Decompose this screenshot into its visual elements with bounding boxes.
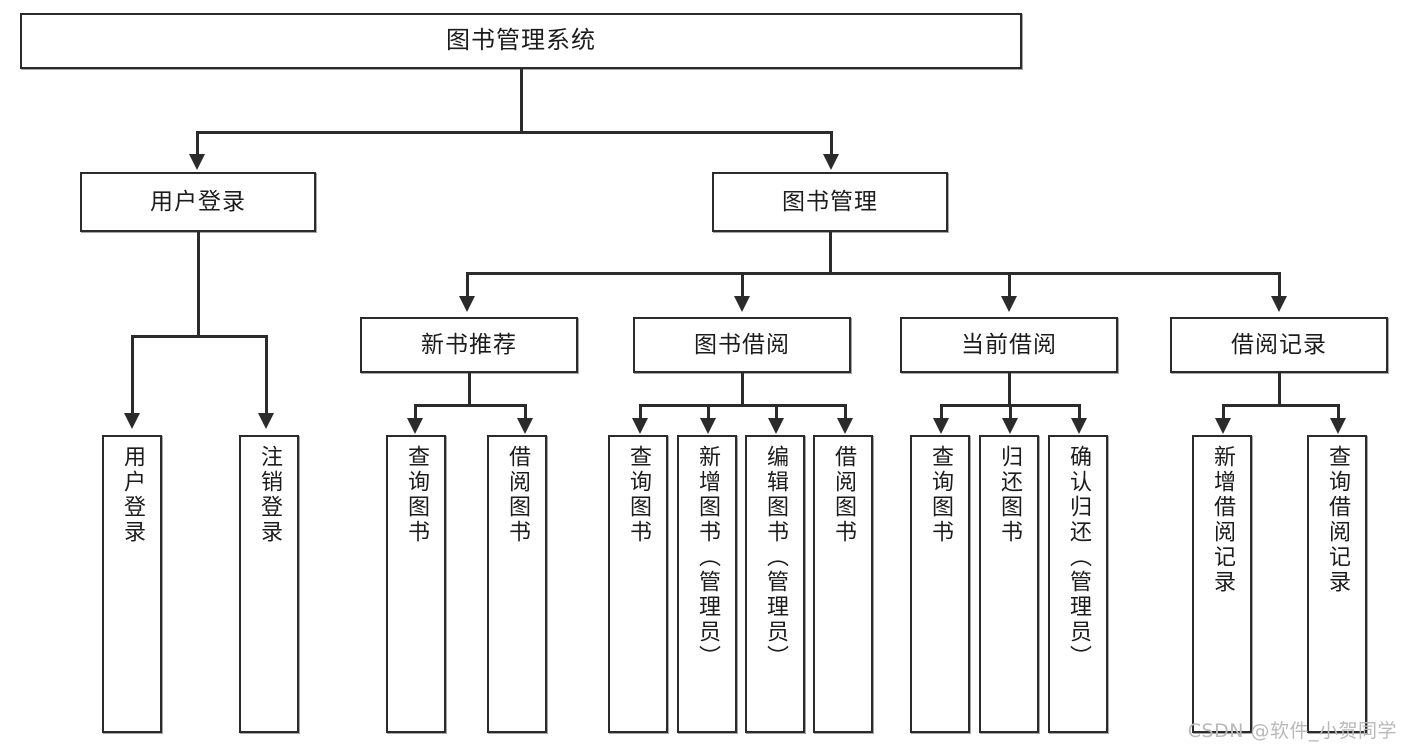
arrowhead-current-borrow-to-leaf-3	[1071, 418, 1087, 434]
leaf-node-label: 编辑图书（管理员）	[763, 445, 788, 670]
node-new-book-recommend[interactable]: 新书推荐	[360, 317, 578, 373]
connector-new-book-to-leaf-1	[414, 404, 417, 420]
connector-book-borrow-stem	[741, 373, 744, 405]
leaf-node-query-book-recommend[interactable]: 查询图书	[386, 435, 446, 733]
leaf-node-label: 确认归还（管理员）	[1066, 445, 1091, 670]
node-label: 图书借阅	[694, 331, 790, 358]
arrowhead-book-borrow-to-leaf-1	[632, 418, 648, 434]
arrowhead-bm-to-borrow-record	[1271, 296, 1287, 312]
node-user-login[interactable]: 用户登录	[80, 172, 316, 232]
node-root-book-management-system[interactable]: 图书管理系统	[20, 13, 1022, 69]
arrowhead-book-borrow-to-leaf-2	[700, 418, 716, 434]
connector-book-borrow-branch-bar	[639, 404, 844, 407]
arrowhead-current-borrow-to-leaf-1	[933, 418, 949, 434]
node-label: 借阅记录	[1231, 331, 1327, 358]
connector-new-book-branch-bar	[414, 404, 524, 407]
leaf-node-label: 归还图书	[997, 445, 1022, 545]
arrowhead-borrow-record-to-leaf-1	[1215, 418, 1231, 434]
connector-bm-to-book-borrow	[741, 272, 744, 298]
arrowhead-new-book-to-leaf-2	[517, 418, 533, 434]
leaf-node-query-book-current[interactable]: 查询图书	[910, 435, 970, 733]
connector-book-borrow-to-leaf-2	[707, 404, 710, 420]
arrowhead-root-to-book-management	[823, 154, 839, 170]
connector-borrow-record-to-leaf-1	[1222, 404, 1225, 420]
leaf-node-label: 查询借阅记录	[1325, 445, 1350, 595]
arrowhead-new-book-to-leaf-1	[407, 418, 423, 434]
connector-bm-to-borrow-record	[1278, 272, 1281, 298]
node-label: 图书管理	[782, 188, 878, 215]
leaf-node-label: 新增图书（管理员）	[695, 445, 720, 670]
arrowhead-current-borrow-to-leaf-2	[1002, 418, 1018, 434]
arrowhead-bm-to-new-book	[459, 296, 475, 312]
leaf-node-label: 新增借阅记录	[1210, 445, 1235, 595]
connector-borrow-record-stem	[1278, 373, 1281, 405]
arrowhead-book-borrow-to-leaf-3	[768, 418, 784, 434]
csdn-watermark: CSDN @软件_小贺同学	[1187, 720, 1397, 742]
node-label: 新书推荐	[421, 331, 517, 358]
leaf-node-label: 借阅图书	[505, 445, 530, 545]
leaf-node-confirm-return-admin[interactable]: 确认归还（管理员）	[1048, 435, 1108, 733]
node-label: 当前借阅	[961, 331, 1057, 358]
connector-book-borrow-to-leaf-3	[775, 404, 778, 420]
node-label: 用户登录	[150, 188, 246, 215]
node-book-borrow[interactable]: 图书借阅	[633, 317, 851, 373]
leaf-node-label: 查询图书	[404, 445, 429, 545]
connector-current-borrow-to-leaf-1	[940, 404, 943, 420]
arrowhead-user-login-to-leaf-2	[258, 413, 274, 429]
connector-user-login-to-leaf-2	[265, 335, 268, 415]
connector-borrow-record-branch-bar	[1222, 404, 1337, 407]
leaf-node-borrow-book[interactable]: 借阅图书	[813, 435, 873, 733]
leaf-node-label: 借阅图书	[831, 445, 856, 545]
arrowhead-bm-to-current-borrow	[1001, 296, 1017, 312]
leaf-node-query-borrow-record[interactable]: 查询借阅记录	[1307, 435, 1367, 733]
leaf-node-edit-book-admin[interactable]: 编辑图书（管理员）	[745, 435, 805, 733]
arrowhead-user-login-to-leaf-1	[124, 413, 140, 429]
leaf-node-label: 用户登录	[120, 445, 145, 545]
connector-root-stem	[520, 69, 523, 132]
connector-root-branch-bar	[196, 131, 832, 134]
connector-bm-to-current-borrow	[1008, 272, 1011, 298]
connector-new-book-stem	[468, 373, 471, 405]
connector-borrow-record-to-leaf-2	[1337, 404, 1340, 420]
connector-current-borrow-to-leaf-2	[1009, 404, 1012, 420]
leaf-node-query-book[interactable]: 查询图书	[608, 435, 668, 733]
connector-root-to-user-login	[196, 131, 199, 156]
connector-book-borrow-to-leaf-4	[844, 404, 847, 420]
leaf-node-add-book-admin[interactable]: 新增图书（管理员）	[677, 435, 737, 733]
connector-current-borrow-stem	[1008, 373, 1011, 405]
connector-root-to-book-management	[830, 131, 833, 156]
node-borrow-record[interactable]: 借阅记录	[1170, 317, 1388, 373]
arrowhead-borrow-record-to-leaf-2	[1330, 418, 1346, 434]
connector-user-login-stem	[197, 232, 200, 336]
connector-book-management-stem	[829, 232, 832, 274]
leaf-node-add-borrow-record[interactable]: 新增借阅记录	[1192, 435, 1252, 733]
connector-user-login-branch-bar	[131, 335, 267, 338]
leaf-node-logout[interactable]: 注销登录	[239, 435, 299, 733]
leaf-node-label: 注销登录	[257, 445, 282, 545]
arrowhead-bm-to-book-borrow	[734, 296, 750, 312]
connector-new-book-to-leaf-2	[524, 404, 527, 420]
connector-bm-to-new-book	[466, 272, 469, 298]
arrowhead-book-borrow-to-leaf-4	[837, 418, 853, 434]
connector-user-login-to-leaf-1	[131, 335, 134, 415]
leaf-node-return-book[interactable]: 归还图书	[979, 435, 1039, 733]
connector-book-management-branch-bar	[466, 272, 1280, 275]
leaf-node-borrow-book-recommend[interactable]: 借阅图书	[487, 435, 547, 733]
node-current-borrow[interactable]: 当前借阅	[900, 317, 1118, 373]
leaf-node-label: 查询图书	[928, 445, 953, 545]
connector-current-borrow-to-leaf-3	[1078, 404, 1081, 420]
leaf-node-label: 查询图书	[626, 445, 651, 545]
leaf-node-user-login[interactable]: 用户登录	[102, 435, 162, 733]
node-book-management[interactable]: 图书管理	[712, 172, 948, 232]
node-label: 图书管理系统	[446, 26, 596, 55]
arrowhead-root-to-user-login	[189, 154, 205, 170]
connector-book-borrow-to-leaf-1	[639, 404, 642, 420]
